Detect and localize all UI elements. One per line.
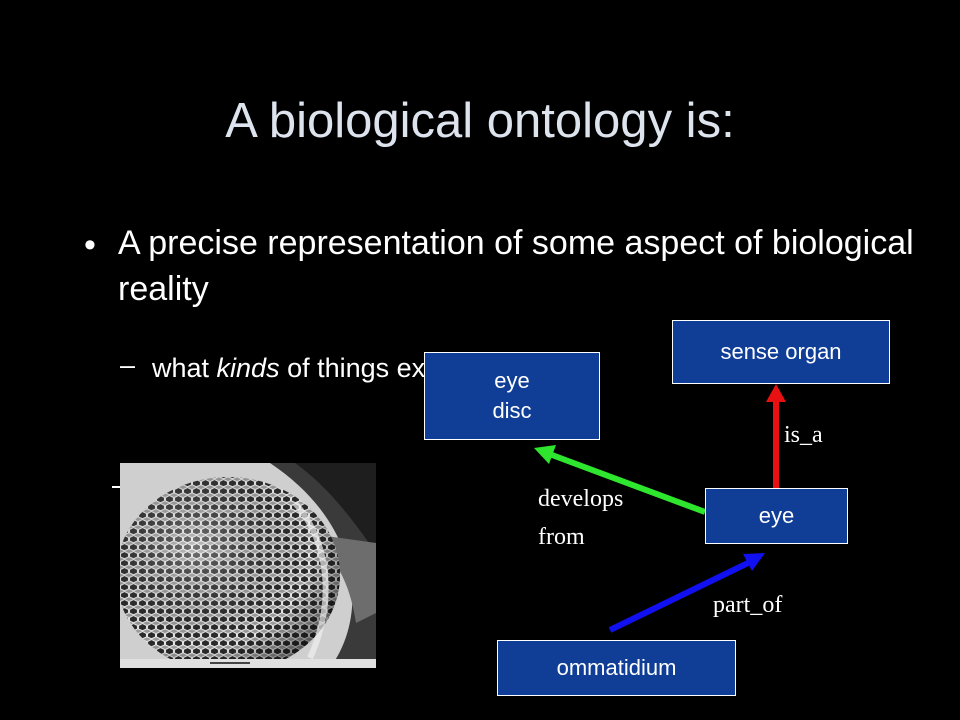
node-eye: eye bbox=[705, 488, 848, 544]
node-eye-label: eye bbox=[758, 503, 795, 528]
node-sense-organ-label: sense organ bbox=[720, 339, 842, 364]
node-eye-disc: eye disc bbox=[424, 352, 600, 440]
node-eye-disc-line1: eye bbox=[494, 368, 530, 393]
node-ommatidium-label: ommatidium bbox=[556, 655, 677, 680]
sub-bullet-dash: – bbox=[120, 350, 136, 380]
node-eye-disc-line2: disc bbox=[492, 398, 532, 423]
sub-bullet-text: what kinds of things exist? bbox=[152, 350, 467, 387]
develops-from-label-line2: from bbox=[538, 524, 585, 550]
is-a-arrowhead bbox=[766, 384, 786, 402]
part-of-arrow bbox=[608, 560, 750, 633]
sub-bullet-emphasis: kinds bbox=[216, 353, 280, 383]
node-ommatidium: ommatidium bbox=[497, 640, 736, 696]
compound-eye-drawing bbox=[120, 463, 376, 668]
develops-from-label-line1: develops bbox=[538, 486, 624, 512]
part-of-arrowhead bbox=[743, 553, 765, 571]
main-bullet-text: A precise representation of some aspect … bbox=[118, 224, 914, 308]
compound-eye-image bbox=[120, 463, 376, 668]
sub-bullet-prefix: what bbox=[152, 353, 217, 383]
bullet-marker: • bbox=[84, 226, 96, 264]
stray-dash bbox=[112, 486, 120, 488]
node-sense-organ: sense organ bbox=[672, 320, 890, 384]
slide-title: A biological ontology is: bbox=[225, 94, 735, 148]
part-of-label: part_of bbox=[713, 592, 783, 618]
develops-from-arrow bbox=[550, 452, 707, 515]
is-a-label: is_a bbox=[784, 422, 823, 448]
develops-from-arrowhead bbox=[534, 445, 556, 464]
